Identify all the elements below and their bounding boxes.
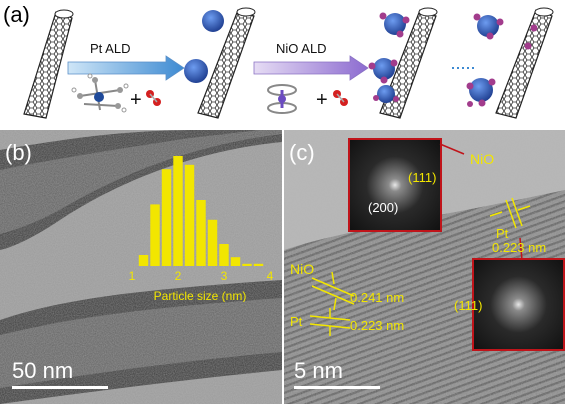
fft-inset-top	[348, 138, 442, 232]
nanotube-4	[495, 7, 554, 119]
histogram-tick-label: 4	[267, 269, 274, 283]
panel-c-hrtem-image: (c) (200) (111) NiO Pt 0.223 nm NiO 0.24…	[284, 130, 565, 404]
pt-particle	[373, 58, 395, 80]
pt-particle	[477, 15, 499, 37]
pt-particle	[184, 59, 208, 83]
particle-size-histogram: 1 2 3 4 Particle size (nm)	[129, 156, 274, 302]
nanotube-1	[23, 9, 74, 119]
panel-a: (a)	[0, 0, 565, 127]
oxygen-molecule	[146, 90, 161, 106]
histogram-bar	[242, 263, 252, 266]
histogram-bar	[207, 219, 218, 266]
pt-ald-arrow	[67, 55, 185, 81]
label-nio-top: NiO	[470, 151, 494, 167]
label-d-pt-left: 0.223 nm	[350, 318, 404, 333]
histogram-bar	[173, 156, 183, 266]
histogram-tick-label: 2	[175, 269, 182, 283]
fringe-marker-pt-left	[309, 308, 351, 336]
histogram-bar	[161, 169, 172, 266]
fringe-marker-nio-left	[311, 271, 355, 311]
pt-particle	[384, 13, 406, 35]
histogram-xlabel: Particle size (nm)	[154, 289, 247, 302]
pointer-pt	[519, 237, 523, 261]
nio-ald-label: NiO ALD	[276, 41, 327, 56]
histogram-bar	[230, 257, 241, 266]
histogram-bar	[150, 204, 160, 266]
nanotube-2	[197, 7, 256, 119]
pointer-nio	[439, 143, 465, 155]
panel-a-letter: (a)	[3, 2, 30, 27]
pt-particle	[377, 85, 395, 103]
oxygen-molecule	[333, 90, 348, 106]
scale-bar-label-b: 50 nm	[12, 358, 74, 383]
label-pt-right: Pt	[496, 226, 509, 241]
label-nio-left: NiO	[290, 261, 314, 277]
panel-b-tem-image: (b) 1 2 3 4 Particle size (nm) 50 nm	[0, 130, 282, 404]
nio-ald-arrow	[253, 55, 369, 81]
label-d-nio-left: 0.241 nm	[350, 290, 404, 305]
pt-particle	[202, 10, 224, 32]
plus-sign: +	[130, 89, 142, 111]
nio-precursor-molecule	[267, 84, 297, 114]
pt-ald-label: Pt ALD	[90, 41, 130, 56]
histogram-tick-label: 1	[129, 269, 136, 283]
histogram-bar	[196, 200, 206, 266]
nio-decorations	[368, 12, 538, 107]
scale-bar-label-c: 5 nm	[294, 358, 343, 383]
pt-precursor-molecule	[71, 73, 129, 113]
histogram-bar	[138, 255, 149, 266]
histogram-tick-label: 3	[221, 269, 228, 283]
histogram-bar	[184, 164, 195, 266]
pt-particle	[469, 78, 493, 102]
label-pt-left: Pt	[290, 314, 303, 329]
label-111-top: (111)	[408, 170, 436, 185]
panel-b-letter: (b)	[5, 140, 32, 165]
scale-bar-c	[294, 386, 380, 389]
label-111-bottom: (111)	[454, 298, 482, 313]
fft-inset-bottom	[472, 258, 565, 351]
scale-bar-b	[12, 386, 108, 389]
histogram-bar	[253, 263, 264, 266]
plus-sign: +	[316, 89, 328, 111]
histogram-bar	[219, 244, 229, 266]
panel-c-letter: (c)	[289, 140, 315, 165]
fringe-marker-pt-right	[489, 197, 531, 229]
label-d-pt-right: 0.223 nm	[492, 240, 546, 255]
fft-index-200: (200)	[368, 200, 398, 215]
